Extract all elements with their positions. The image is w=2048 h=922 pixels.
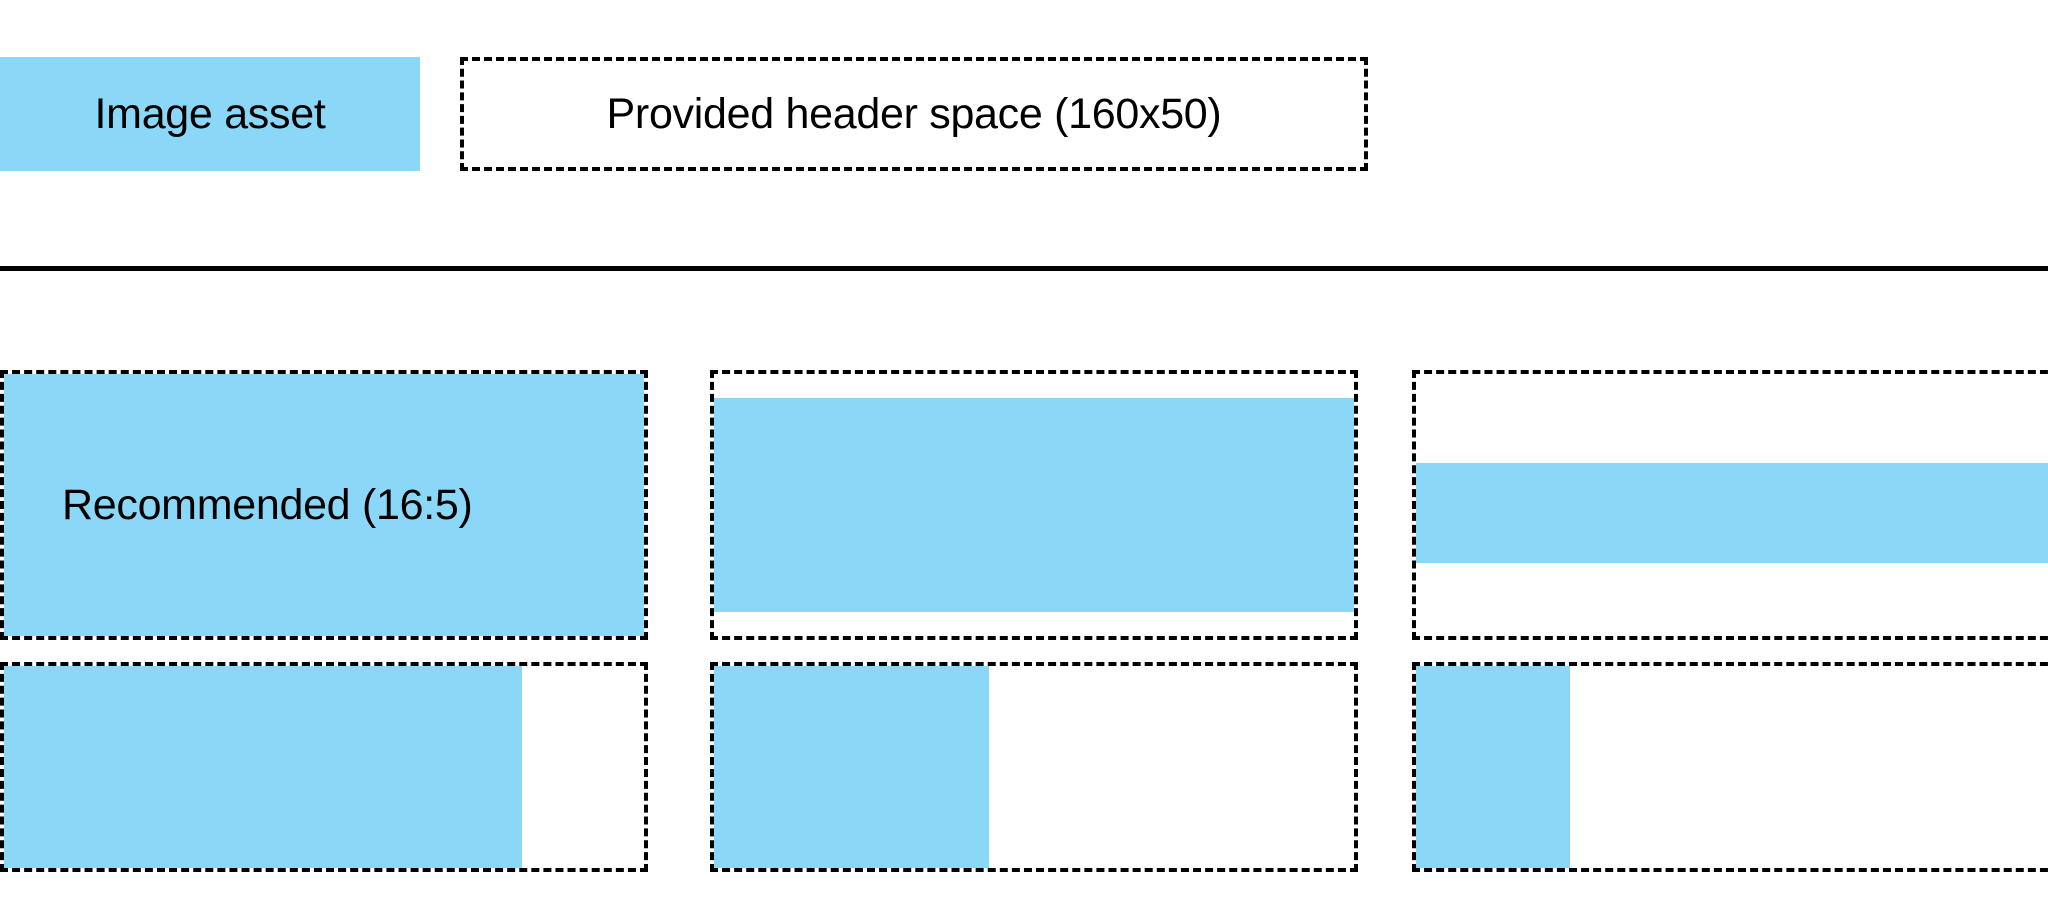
legend: Image asset Provided header space (160x5… [0, 57, 1368, 171]
asset-fill [4, 666, 523, 868]
legend-header-space-box: Provided header space (160x50) [460, 57, 1368, 171]
aspect-ratio-row: Recommended (16:5) [0, 370, 2048, 640]
width-variation-row [0, 662, 2048, 922]
asset-fill [4, 374, 644, 636]
section-divider [0, 266, 2048, 271]
legend-header-space-label: Provided header space (160x50) [606, 89, 1222, 138]
asset-fill [714, 666, 990, 868]
sample-width-80 [0, 662, 648, 872]
legend-image-asset-label: Image asset [94, 89, 326, 138]
sample-wide-band [1412, 370, 2048, 640]
sample-width-43 [710, 662, 1358, 872]
legend-spacer [420, 57, 460, 171]
asset-fill [714, 397, 1354, 613]
sample-recommended-16-5: Recommended (16:5) [0, 370, 648, 640]
asset-fill [1416, 463, 2048, 563]
legend-image-asset-swatch: Image asset [0, 57, 420, 171]
sample-width-24 [1412, 662, 2048, 872]
sample-grid: Recommended (16:5) [0, 370, 2048, 922]
sample-shorter-height [710, 370, 1358, 640]
image-asset-guidance-page: Image asset Provided header space (160x5… [0, 57, 2048, 872]
asset-fill [1416, 666, 1570, 868]
